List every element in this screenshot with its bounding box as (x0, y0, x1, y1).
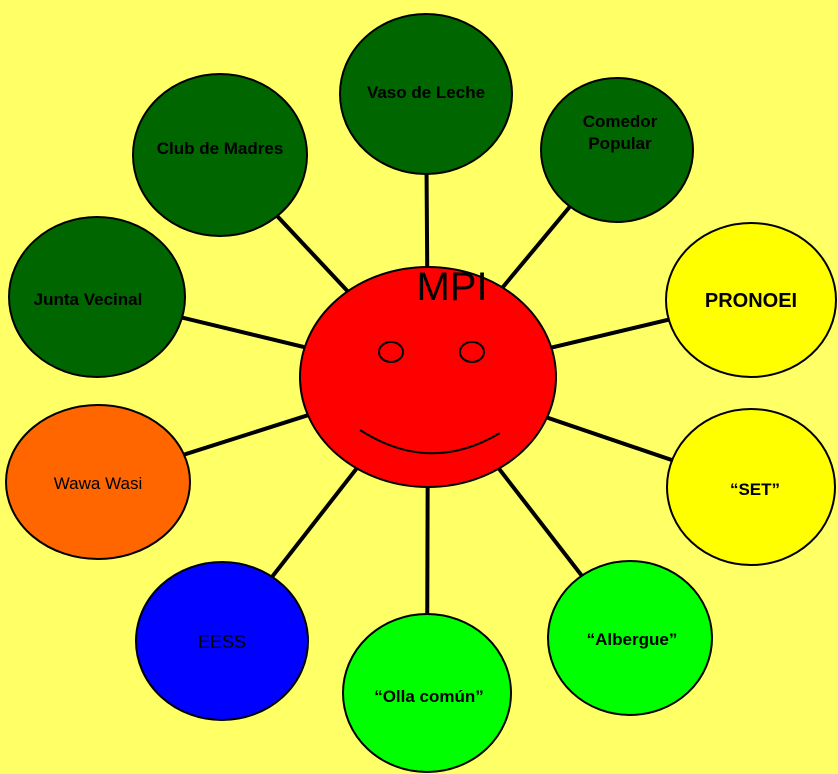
node-label-line: Junta Vecinal (34, 290, 143, 309)
node-label-line: “SET” (730, 480, 780, 499)
node-label-line: Club de Madres (157, 139, 284, 158)
node-albergue: “Albergue” (547, 560, 713, 716)
node-label-wawa-wasi: Wawa Wasi (54, 474, 142, 493)
node-label-olla-comun: “Olla común” (374, 687, 484, 706)
node-label-eess: EESS (198, 632, 246, 652)
node-junta-vecinal: Junta Vecinal (8, 216, 186, 378)
node-circle-comedor-popular (540, 77, 694, 223)
node-olla-comun: “Olla común” (342, 613, 512, 773)
node-club-de-madres: Club de Madres (132, 73, 308, 237)
node-circle-eess (135, 561, 309, 721)
node-eess: EESS (135, 561, 309, 721)
node-label-line: Wawa Wasi (54, 474, 142, 493)
node-circle-olla-comun (342, 613, 512, 773)
node-vaso-de-leche: Vaso de Leche (339, 13, 513, 175)
node-label-set: “SET” (730, 480, 780, 499)
node-label-line: Popular (588, 134, 652, 153)
node-circle-wawa-wasi (5, 404, 191, 560)
node-label-line: “Olla común” (374, 687, 484, 706)
node-label-line: “Albergue” (587, 630, 678, 649)
node-wawa-wasi: Wawa Wasi (5, 404, 191, 560)
right-eye-icon (459, 341, 485, 363)
node-label-pronoei: PRONOEI (705, 290, 797, 312)
node-label-line: Vaso de Leche (367, 83, 485, 102)
node-circle-set (666, 408, 836, 566)
node-label-albergue: “Albergue” (587, 630, 678, 649)
node-label-junta-vecinal: Junta Vecinal (34, 290, 143, 309)
node-circle-albergue (547, 560, 713, 716)
node-circle-club-de-madres (132, 73, 308, 237)
smile-mouth-icon (359, 429, 501, 455)
node-label-vaso-de-leche: Vaso de Leche (367, 83, 485, 102)
node-set: “SET” (666, 408, 836, 566)
node-circle-vaso-de-leche (339, 13, 513, 175)
center-label: MPI (416, 265, 487, 309)
left-eye-icon (378, 341, 404, 363)
node-label-line: EESS (198, 632, 246, 652)
node-label-club-de-madres: Club de Madres (157, 139, 284, 158)
node-circle-pronoei (665, 222, 837, 378)
center-node: MPI (299, 265, 557, 488)
node-label-line: Comedor (583, 112, 658, 131)
node-pronoei: PRONOEI (665, 222, 837, 378)
node-label-line: PRONOEI (705, 290, 797, 312)
node-circle-junta-vecinal (8, 216, 186, 378)
